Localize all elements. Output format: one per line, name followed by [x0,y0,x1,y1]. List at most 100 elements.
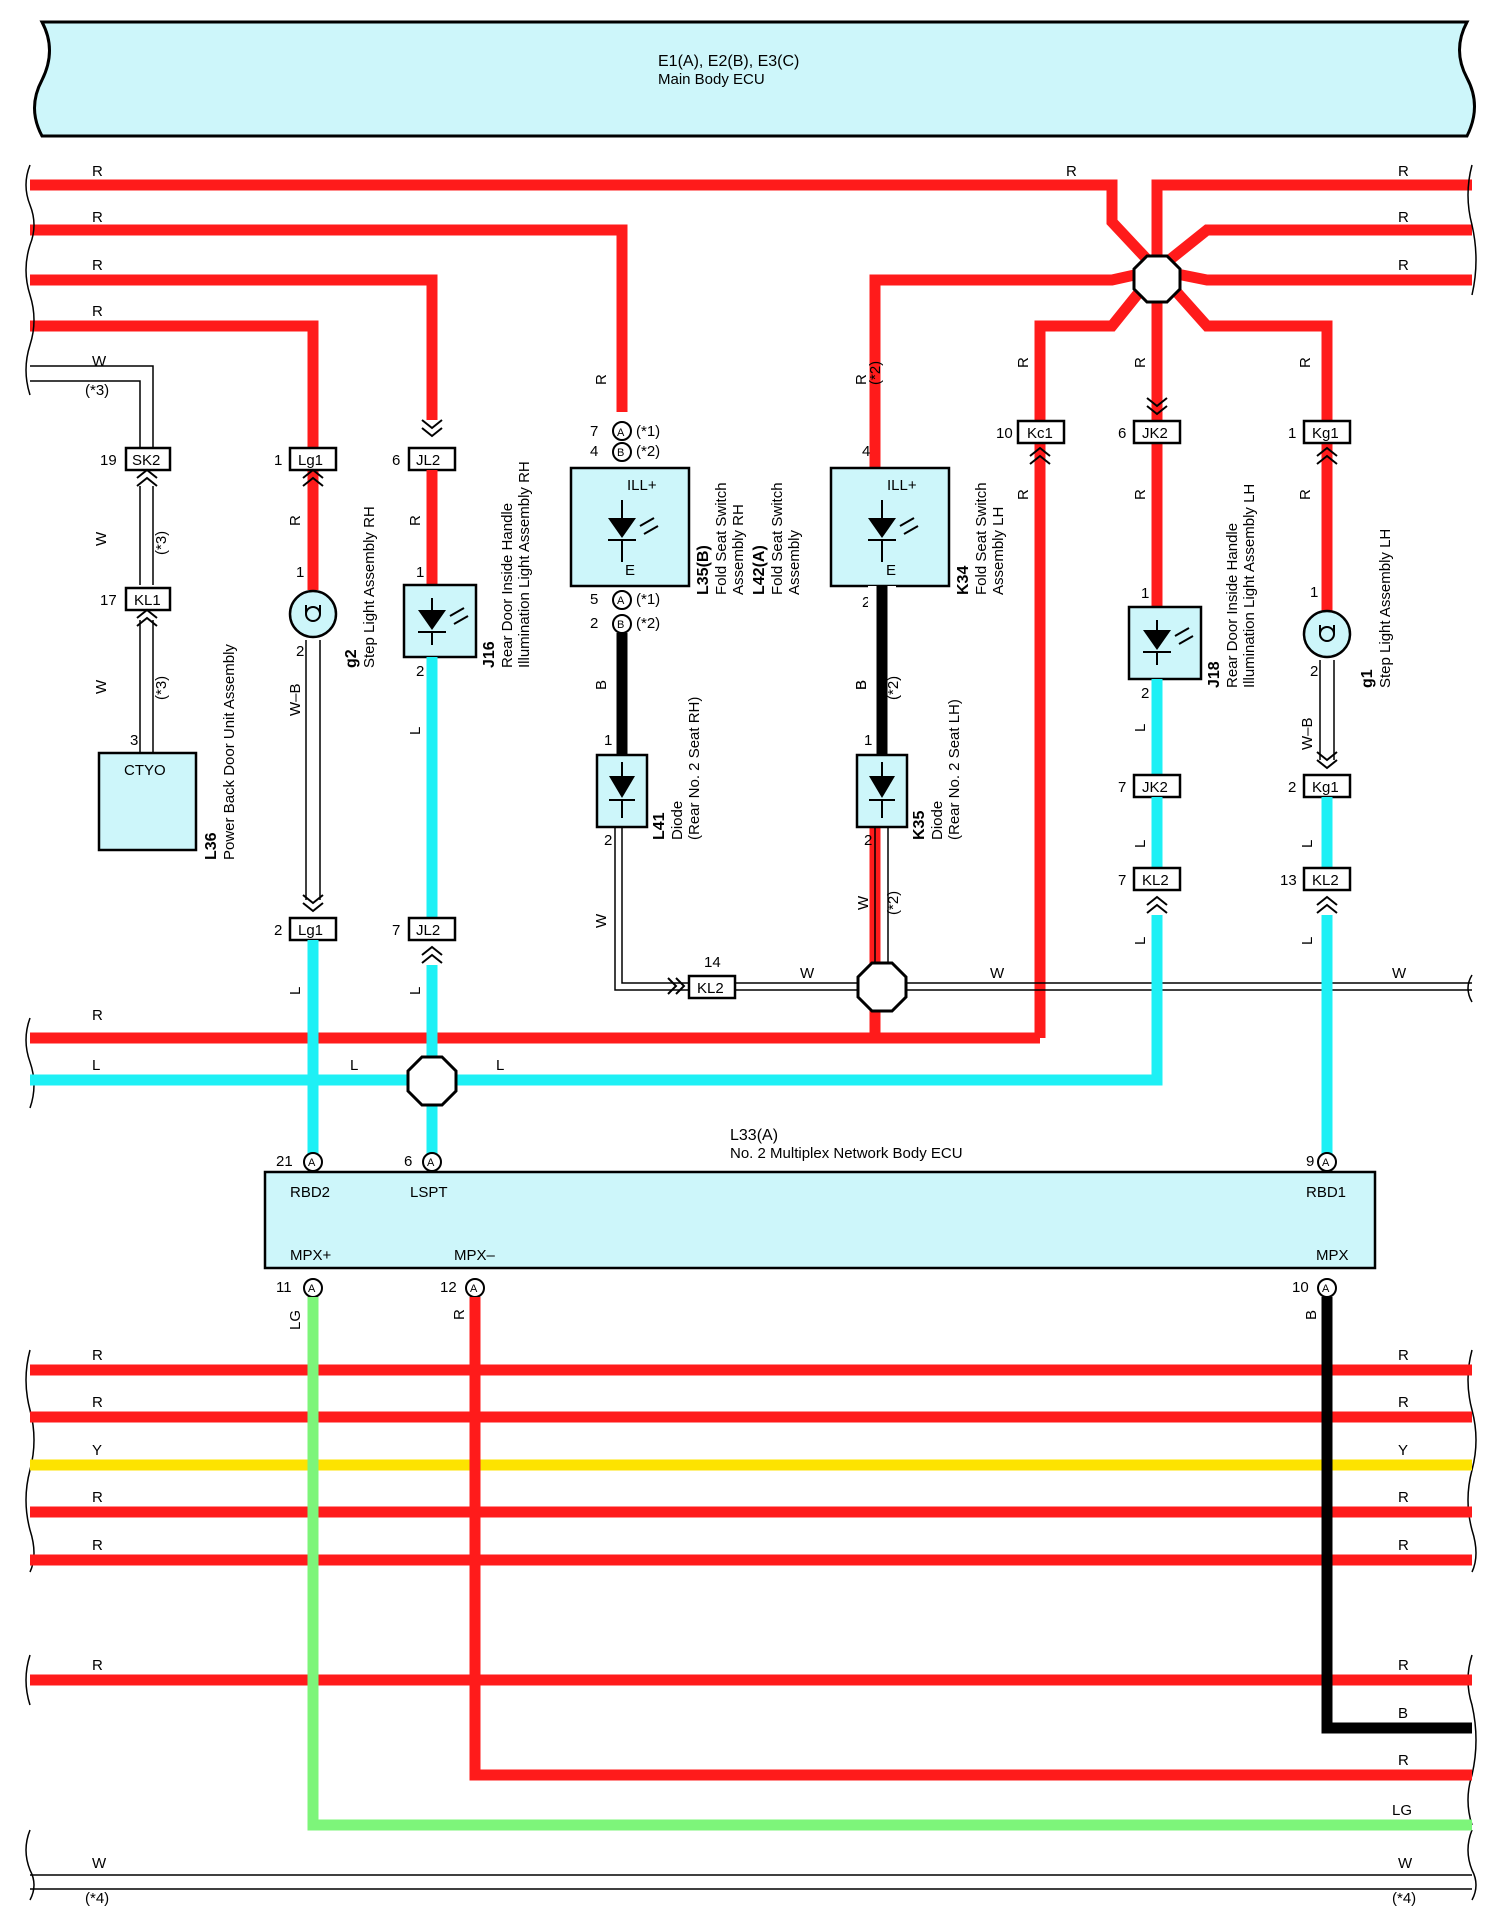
svg-text:R: R [1015,489,1032,500]
svg-text:SK2: SK2 [132,452,160,469]
svg-text:10: 10 [996,425,1013,442]
svg-text:L: L [92,1057,100,1074]
w-wire-left [30,365,154,753]
svg-text:L: L [1132,840,1149,848]
svg-text:W: W [800,965,815,982]
svg-text:6: 6 [1118,425,1126,442]
body-ecu-code: L33(A) [730,1127,778,1144]
connector-kg1-bottom: Kg1 2 [1288,773,1352,799]
svg-text:LG: LG [287,1310,304,1330]
fold-seat-switch-lh: ILL+ E [829,466,951,588]
svg-text:KL1: KL1 [134,592,161,609]
svg-text:B: B [593,680,610,690]
svg-text:(*1): (*1) [636,423,660,440]
svg-text:MPX: MPX [1316,1247,1349,1264]
svg-text:L: L [1132,724,1149,732]
illumination-light-rh [402,583,478,659]
svg-text:R: R [593,374,610,385]
svg-text:R: R [1297,489,1314,500]
connector-jl2-bottom: JL2 7 [392,916,457,964]
svg-text:2: 2 [296,643,304,660]
top-wire-labels: R R R R R R R R [92,163,1409,320]
svg-text:Rear Door Inside Handle: Rear Door Inside Handle [499,503,516,668]
svg-text:A: A [470,1283,478,1295]
body-ecu: RBD2 LSPT RBD1 MPX+ MPX– MPX [263,1170,1377,1270]
svg-text:R: R [1066,163,1077,180]
body-ecu-pins-top: 21 A 6 A 9 A [276,1152,1337,1172]
svg-text:E: E [625,562,635,579]
svg-text:Fold Seat Switch: Fold Seat Switch [713,482,730,595]
svg-text:(*4): (*4) [85,1890,109,1907]
svg-text:R: R [1398,163,1409,180]
svg-text:6: 6 [404,1153,412,1170]
svg-text:(*2): (*2) [636,443,660,460]
svg-text:R: R [1398,1537,1409,1554]
svg-text:W–B: W–B [1299,717,1316,750]
svg-text:9: 9 [1306,1153,1314,1170]
right-edge-breaks [1467,164,1477,1901]
step-light-lh [1302,609,1352,659]
svg-text:Diode: Diode [929,801,946,840]
connector-jk2-bottom: JK2 7 [1118,773,1182,799]
svg-text:K34: K34 [955,566,972,595]
svg-text:Step Light Assembly LH: Step Light Assembly LH [1377,529,1394,688]
svg-text:W: W [1398,1855,1413,1872]
svg-text:7: 7 [1118,779,1126,796]
connector-jl2-top: JL2 6 [392,446,457,472]
svg-text:R: R [451,1309,468,1320]
svg-text:W: W [593,913,610,928]
svg-text:(*2): (*2) [885,891,902,915]
svg-text:R: R [1132,357,1149,368]
svg-text:Illumination Light Assembly RH: Illumination Light Assembly RH [516,461,533,668]
svg-text:A: A [617,595,625,607]
svg-text:R: R [407,515,424,526]
svg-text:R: R [92,257,103,274]
connector-sk2: SK2 19 [100,446,172,487]
svg-text:(*2): (*2) [885,676,902,700]
svg-text:W: W [93,679,110,694]
svg-text:11: 11 [276,1279,292,1296]
body-ecu-name: No. 2 Multiplex Network Body ECU [730,1145,963,1162]
svg-text:Illumination Light Assembly LH: Illumination Light Assembly LH [1241,484,1258,688]
svg-text:K35: K35 [911,811,928,840]
svg-text:3: 3 [130,732,138,749]
svg-text:(*1): (*1) [636,591,660,608]
svg-text:L: L [1132,937,1149,945]
svg-text:R: R [1398,1347,1409,1364]
svg-text:ILL+: ILL+ [627,477,657,494]
svg-text:R: R [92,209,103,226]
svg-text:Y: Y [92,1442,102,1459]
svg-text:JL2: JL2 [416,922,440,939]
svg-text:(*2): (*2) [867,361,884,385]
svg-text:R: R [287,515,304,526]
svg-text:(*4): (*4) [1392,1890,1416,1907]
svg-text:R: R [853,374,870,385]
svg-text:B: B [1398,1705,1408,1722]
svg-text:RBD2: RBD2 [290,1184,330,1201]
svg-text:A: A [308,1157,316,1169]
svg-text:B: B [1303,1310,1320,1320]
svg-text:10: 10 [1292,1279,1309,1296]
svg-text:7: 7 [392,922,400,939]
svg-text:Power Back Door Unit Assembly: Power Back Door Unit Assembly [221,644,238,860]
svg-text:L42(A): L42(A) [751,545,768,595]
svg-text:7: 7 [1118,872,1126,889]
svg-text:Lg1: Lg1 [298,452,323,469]
svg-text:7: 7 [590,423,598,440]
svg-text:2: 2 [862,594,870,611]
svg-text:R: R [92,1537,103,1554]
connector-lg1-bottom: Lg1 2 [274,916,338,942]
svg-text:J16: J16 [481,641,498,668]
svg-text:A: A [1322,1157,1330,1169]
svg-text:1: 1 [1141,585,1149,602]
fold-seat-switch-rh-pins-top: 7 A (*1) 4 B (*2) [590,421,660,462]
connector-kl1: KL1 17 [100,586,172,627]
svg-text:L: L [350,1057,358,1074]
svg-text:W: W [1392,965,1407,982]
svg-text:g1: g1 [1359,669,1376,688]
svg-text:2: 2 [864,832,872,849]
svg-text:Step Light Assembly RH: Step Light Assembly RH [361,506,378,668]
svg-text:R: R [92,1489,103,1506]
connector-kl2-jk: KL2 7 [1118,866,1182,914]
connector-kc1: Kc1 10 [996,419,1066,465]
